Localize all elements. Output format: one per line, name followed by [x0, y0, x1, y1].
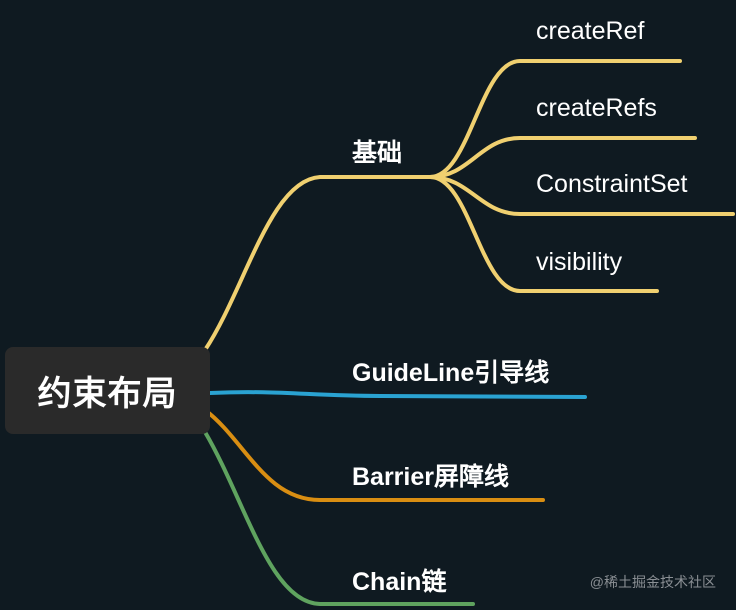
branch-chain[interactable]: Chain链 [352, 568, 447, 596]
leaf-createref[interactable]: createRef [536, 17, 645, 45]
connector-root-barrier [203, 408, 545, 502]
leaf-constraintset[interactable]: ConstraintSet [536, 170, 688, 198]
leaf-visibility[interactable]: visibility [536, 248, 623, 276]
root-node[interactable]: 约束布局 [5, 347, 210, 434]
connector-basics-constraintset [428, 175, 735, 216]
connector-root-guideline [208, 390, 587, 399]
connector-root-basics [203, 175, 432, 352]
branch-basics[interactable]: 基础 [352, 139, 403, 167]
watermark-text: @稀土掘金技术社区 [589, 574, 716, 590]
branch-guideline[interactable]: GuideLine引导线 [352, 359, 550, 387]
leaf-createrefs[interactable]: createRefs [536, 94, 657, 122]
branch-barrier[interactable]: Barrier屏障线 [352, 463, 509, 491]
connector-basics-createrefs [428, 136, 697, 179]
connector-basics-createref [428, 59, 682, 179]
connector-root-chain [203, 430, 475, 606]
root-label: 约束布局 [37, 375, 178, 413]
connector-basics-visibility [428, 175, 659, 293]
